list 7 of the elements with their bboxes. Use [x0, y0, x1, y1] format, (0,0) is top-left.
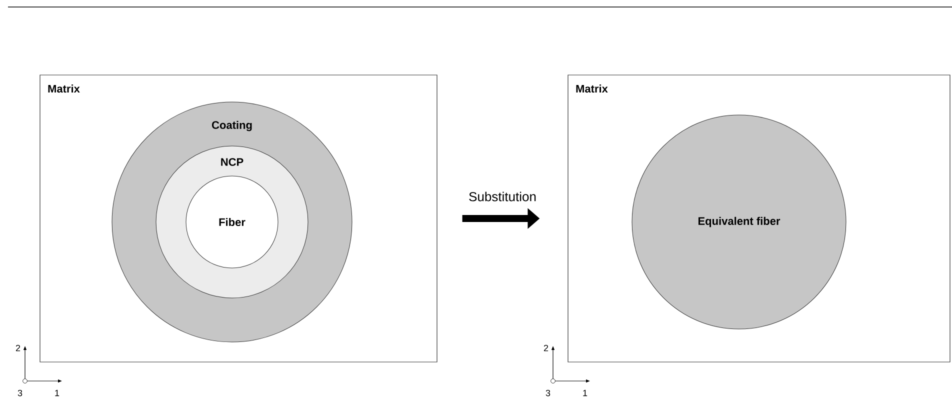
axis-label: 3 [18, 390, 22, 396]
axis-label: 3 [546, 390, 550, 396]
edge-label: Substitution [469, 192, 536, 202]
axis-label: 1 [55, 390, 60, 396]
axis-label: 2 [16, 344, 20, 352]
axis-label: 2 [544, 344, 548, 352]
axis-label: 1 [583, 390, 588, 396]
